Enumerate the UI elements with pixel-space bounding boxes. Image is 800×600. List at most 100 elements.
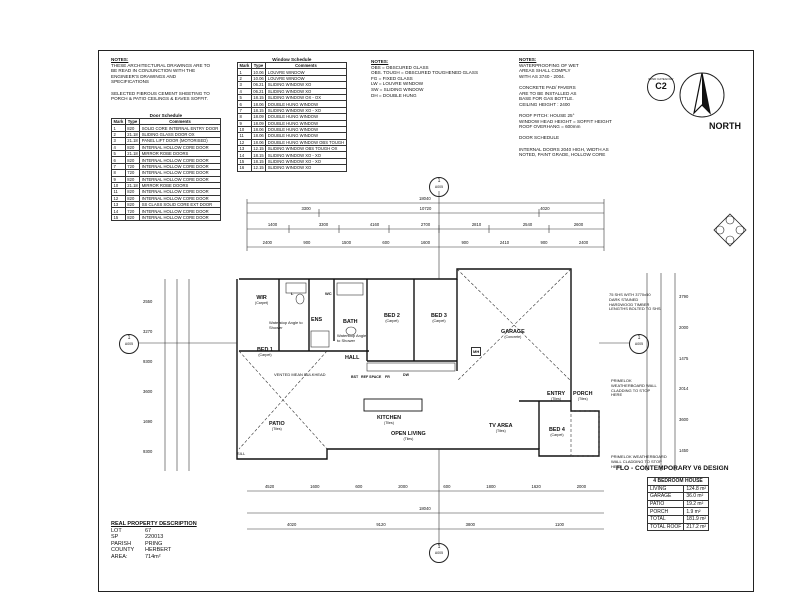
area-label: GARAGE xyxy=(646,492,685,501)
dimension-value: 900 xyxy=(303,240,311,245)
wind-category-badge: WIND CATEGORY C2 xyxy=(647,73,675,101)
window-schedule-header: Comments xyxy=(265,61,347,70)
note-line: ARE TO BE INSTALLED AS xyxy=(519,90,577,96)
dimension-value: 2600 xyxy=(573,222,584,227)
property-key: SP xyxy=(111,534,119,541)
area-label: PATIO xyxy=(646,499,685,509)
section-marker-left-ref: A005 xyxy=(124,342,134,346)
area-label: TOTAL xyxy=(646,514,685,524)
note-line: INTERNAL DOORS 2040 HIGH, WIDTH AS xyxy=(519,146,609,152)
property-key: LOT xyxy=(111,527,122,534)
dimension-value: 2000 xyxy=(576,484,587,489)
room-patio-label: PATIO xyxy=(269,421,285,427)
property-value: 220013 xyxy=(145,534,164,541)
dimension-value: 1100 xyxy=(554,522,564,527)
dimension-value: 9120 xyxy=(376,522,386,527)
ens-note: Waterstop Angle to Shower xyxy=(269,320,303,330)
note-line: SPECIFICATIONS xyxy=(111,79,149,85)
note-line: BASE FOR GAS BOTTLE. xyxy=(519,96,574,102)
property-value: 714m² xyxy=(145,553,161,560)
dimension-value: 3800 xyxy=(465,522,475,527)
area-label: LIVING xyxy=(646,484,685,494)
room-mh: MH xyxy=(471,347,482,356)
note-line: FG = FIXED GLASS xyxy=(371,75,413,81)
area-value: 1.9 m² xyxy=(683,507,710,516)
dimension-value: 600 xyxy=(355,484,363,489)
room-garage-label: GARAGE xyxy=(501,329,525,335)
dimension-value: 2410 xyxy=(499,240,510,245)
room-patio: PATIO(Tiles) xyxy=(269,421,285,431)
property-key: COUNTY xyxy=(111,547,135,554)
property-value: 67 xyxy=(145,527,152,534)
room-entry-label: ENTRY xyxy=(547,391,566,397)
primelok-note-2: PRIMELOK WEATHERBOARD WALL CLADDING TO S… xyxy=(611,454,667,469)
bath-note: Waterstop Angle to Shower xyxy=(337,333,367,343)
room-kitchen: KITCHEN(Tiles) xyxy=(377,415,401,425)
room-kitchen-sub: (Tiles) xyxy=(384,421,394,425)
note-line: CONCRETE PAD/ PAVERS xyxy=(519,84,576,90)
note-line: BE READ IN CONJUNCTION WITH THE xyxy=(111,68,196,74)
area-value: 217.2 m² xyxy=(683,522,710,532)
room-bed3-sub: (Carpet) xyxy=(432,319,446,323)
dimension-value: 2810 xyxy=(471,222,482,227)
note-line: PORCH & PATIO CEILINGS & EAVES SOFFIT. xyxy=(111,96,208,102)
property-row: SP 220013 xyxy=(111,534,231,541)
note-line: OBS. TOUGH = OBSCURED TOUGHENED GLASS xyxy=(371,70,479,76)
window-schedule-cell: DOUBLE HUNG WINDOW xyxy=(265,119,347,127)
dimension-value: 3270 xyxy=(143,328,153,334)
property-value: PRING xyxy=(145,540,163,547)
room-tv-area-sub: (Tiles) xyxy=(495,429,506,433)
dimension-value: 1620 xyxy=(531,484,541,489)
room-wir: WIR(Carpet) xyxy=(255,295,268,305)
window-schedule-cell: 06.21 xyxy=(250,87,267,95)
dimension-value: 3600 xyxy=(679,417,689,423)
room-wir-label: WIR xyxy=(256,295,267,301)
vented-note: VENTED MEAN BULKHEAD xyxy=(274,372,326,377)
room-bed3-label: BED 3 xyxy=(431,313,447,319)
note-line: THESE ARCHITECTURAL DRAWINGS ARE TO xyxy=(111,62,211,68)
room-dw: DW xyxy=(403,373,409,377)
room-bed1-sub: (Carpet) xyxy=(258,353,272,357)
area-value: 19.2 m² xyxy=(683,499,710,509)
notes-mid-heading: NOTES: xyxy=(371,59,389,64)
room-open-living: OPEN LIVING(Tiles) xyxy=(391,431,426,441)
section-marker-bottom: 1 A005 xyxy=(429,543,449,563)
section-marker-right: 1 A005 xyxy=(629,334,649,354)
window-schedule-cell: 10.06 xyxy=(250,68,267,76)
room-fr: FR xyxy=(385,375,390,379)
sill-note: SILL xyxy=(237,451,246,456)
note-line: ROOF OVERHANG = 600mm xyxy=(519,124,581,130)
section-marker-top-ref: A005 xyxy=(434,185,444,189)
dimension-value: 600 xyxy=(382,240,390,245)
notes-left: NOTES: THESE ARCHITECTURAL DRAWINGS ARE … xyxy=(111,57,221,102)
window-schedule-cell: SLIDING WINDOW XO xyxy=(265,81,347,89)
dim-bottom-overall: 18040 xyxy=(419,506,431,511)
door-schedule-header: Type xyxy=(124,117,141,126)
room-ens: ENS xyxy=(311,317,322,323)
dimension-value: 4520 xyxy=(264,484,275,489)
section-direction-icon xyxy=(713,213,747,247)
dimension-value: 1500 xyxy=(341,240,352,245)
room-ref: REF SPACE xyxy=(361,375,382,379)
room-bath-label: BATH xyxy=(343,319,358,325)
room-entry: ENTRY(Tiles) xyxy=(547,391,565,401)
note-line: SW = SLIDING WINDOW xyxy=(371,86,424,92)
window-schedule-cell: 18.09 xyxy=(250,119,267,127)
property-row: AREA:714m² xyxy=(111,554,231,561)
property-value: HERBERT xyxy=(145,547,172,554)
notes-left-heading: NOTES: xyxy=(111,57,129,62)
window-schedule-cell: SLIDING WINDOW XO xyxy=(265,87,347,95)
note-line: ENGINEER'S DRAWINGS AND xyxy=(111,73,177,79)
property-heading: REAL PROPERTY DESCRIPTION xyxy=(111,521,197,527)
room-bed4-sub: (Carpet) xyxy=(550,433,564,437)
window-schedule-cell: 18.06 xyxy=(250,100,267,108)
notes-right-heading: NOTES: xyxy=(519,57,537,62)
